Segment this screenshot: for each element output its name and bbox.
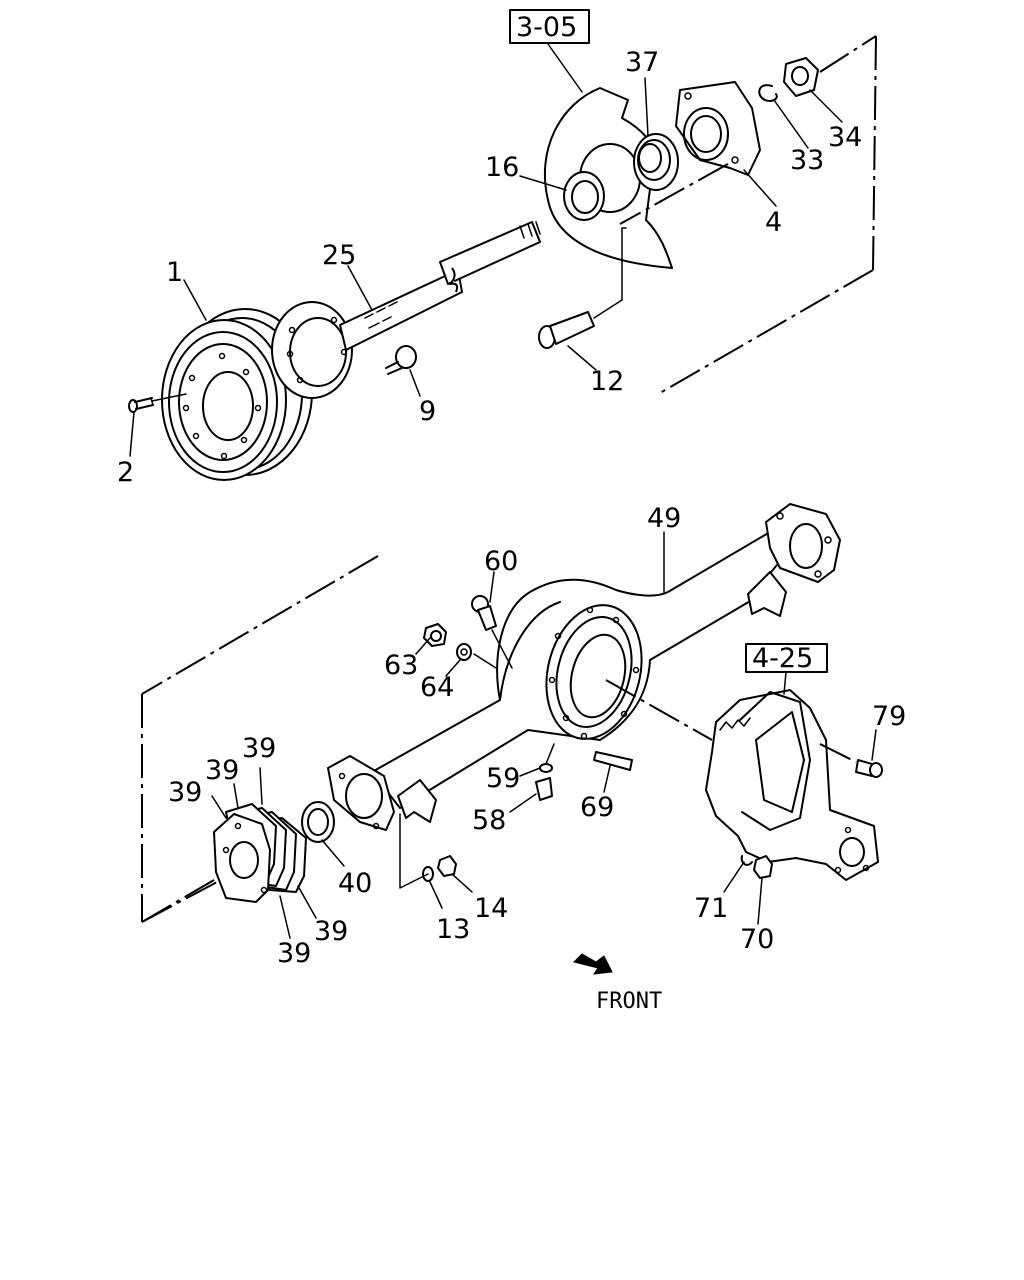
leader-13-14 — [399, 813, 429, 889]
callout-69[interactable]: 69 — [580, 792, 614, 823]
differential-carrier — [705, 689, 879, 881]
breather-plug — [471, 595, 513, 669]
callout-49[interactable]: 49 — [647, 503, 681, 534]
stud-bolt — [593, 751, 633, 771]
callout-12[interactable]: 12 — [590, 366, 624, 397]
reference-3-05-label: 3-05 — [516, 12, 577, 43]
callout-37[interactable]: 37 — [625, 47, 659, 78]
leader-lines-top — [129, 77, 843, 457]
callout-60[interactable]: 60 — [484, 546, 518, 577]
front-label: FRONT — [596, 989, 662, 1014]
callout-1[interactable]: 1 — [166, 257, 183, 288]
reference-box-4-25[interactable]: 4-25 — [745, 643, 828, 674]
callout-40[interactable]: 40 — [338, 868, 372, 899]
carrier-nut — [753, 855, 773, 879]
callout-71[interactable]: 71 — [694, 893, 728, 924]
axis-line-diff — [605, 679, 713, 741]
shim-stack — [213, 803, 307, 903]
callout-39-b[interactable]: 39 — [205, 755, 239, 786]
oil-seal — [563, 171, 605, 221]
shoulder-bolt — [538, 227, 623, 349]
callout-16[interactable]: 16 — [485, 152, 519, 183]
callout-4[interactable]: 4 — [765, 207, 782, 238]
reference-box-3-05[interactable]: 3-05 — [509, 9, 590, 44]
axle-shaft — [271, 221, 541, 399]
front-arrow-icon — [573, 953, 613, 975]
callout-34[interactable]: 34 — [828, 122, 862, 153]
hub-bolt — [385, 345, 417, 375]
axis-line-left — [141, 879, 215, 923]
callout-33[interactable]: 33 — [790, 145, 824, 176]
callout-64[interactable]: 64 — [420, 672, 454, 703]
callout-70[interactable]: 70 — [740, 924, 774, 955]
snap-ring — [758, 84, 778, 102]
top-group-boundary — [659, 35, 877, 394]
reference-4-25-label: 4-25 — [752, 643, 813, 674]
inner-bearing — [301, 801, 335, 843]
axle-housing — [327, 503, 841, 831]
callout-labels: 1 2 4 9 12 16 25 33 34 37 49 60 63 64 59… — [117, 47, 906, 969]
callout-39-a[interactable]: 39 — [242, 733, 276, 764]
bearing-retainer — [619, 81, 761, 225]
callout-13[interactable]: 13 — [436, 914, 470, 945]
u-bolt-nut — [437, 855, 457, 877]
drain-plug — [535, 743, 555, 801]
callout-59[interactable]: 59 — [486, 763, 520, 794]
spring-washer — [740, 855, 753, 866]
callout-9[interactable]: 9 — [419, 396, 436, 427]
carrier-bolt — [819, 743, 883, 778]
wheel-bearing — [633, 133, 679, 191]
leader-lines-bottom — [211, 531, 877, 939]
drum-screw — [128, 393, 187, 413]
callout-63[interactable]: 63 — [384, 650, 418, 681]
callout-2[interactable]: 2 — [117, 457, 134, 488]
lock-nut — [783, 57, 819, 97]
callout-25[interactable]: 25 — [322, 240, 356, 271]
callout-39-c[interactable]: 39 — [168, 777, 202, 808]
callout-14[interactable]: 14 — [474, 893, 508, 924]
callout-39-d[interactable]: 39 — [314, 916, 348, 947]
callout-39-e[interactable]: 39 — [277, 938, 311, 969]
callout-58[interactable]: 58 — [472, 805, 506, 836]
plain-washer — [456, 643, 497, 669]
callout-79[interactable]: 79 — [872, 701, 906, 732]
flange-nut — [423, 623, 447, 647]
